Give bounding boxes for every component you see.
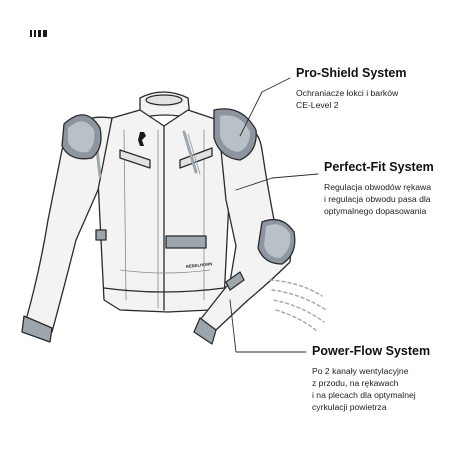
callout-line-perfect-fit (235, 173, 319, 191)
feature-line: Ochraniacze łokci i barków (296, 88, 399, 98)
feature-line: Regulacja obwodów rękawa (324, 182, 432, 192)
callout-line-power-flow (229, 299, 307, 353)
feature-title: Perfect-Fit System (324, 160, 434, 174)
feature-pro-shield: Pro-Shield System Ochraniacze łokci i ba… (296, 66, 406, 111)
feature-line: Po 2 kanały wentylacyjne (312, 366, 409, 376)
brand-bars-icon (30, 30, 47, 37)
feature-perfect-fit: Perfect-Fit System Regulacja obwodów ręk… (324, 160, 434, 217)
callout-line-pro-shield (239, 77, 291, 137)
feature-description: Regulacja obwodów rękawa i regulacja obw… (324, 181, 434, 217)
feature-line: i na plecach dla optymalnej (312, 390, 416, 400)
feature-line: optymalnego dopasowania (324, 206, 427, 216)
feature-line: CE-Level 2 (296, 100, 339, 110)
feature-line: z przodu, na rękawach (312, 378, 399, 388)
feature-description: Po 2 kanały wentylacyjne z przodu, na rę… (312, 365, 430, 413)
feature-title: Pro-Shield System (296, 66, 407, 80)
feature-power-flow: Power-Flow System Po 2 kanały wentylacyj… (312, 344, 430, 413)
feature-description: Ochraniacze łokci i barków CE-Level 2 (296, 87, 406, 111)
chest-logo-icon (138, 132, 146, 146)
jacket-logo-text: REBELHORN (186, 261, 213, 269)
feature-title: Power-Flow System (312, 344, 431, 358)
feature-line: cyrkulacji powietrza (312, 402, 387, 412)
airflow-icon (269, 279, 327, 333)
feature-line: i regulacja obwodu pasa dla (324, 194, 431, 204)
